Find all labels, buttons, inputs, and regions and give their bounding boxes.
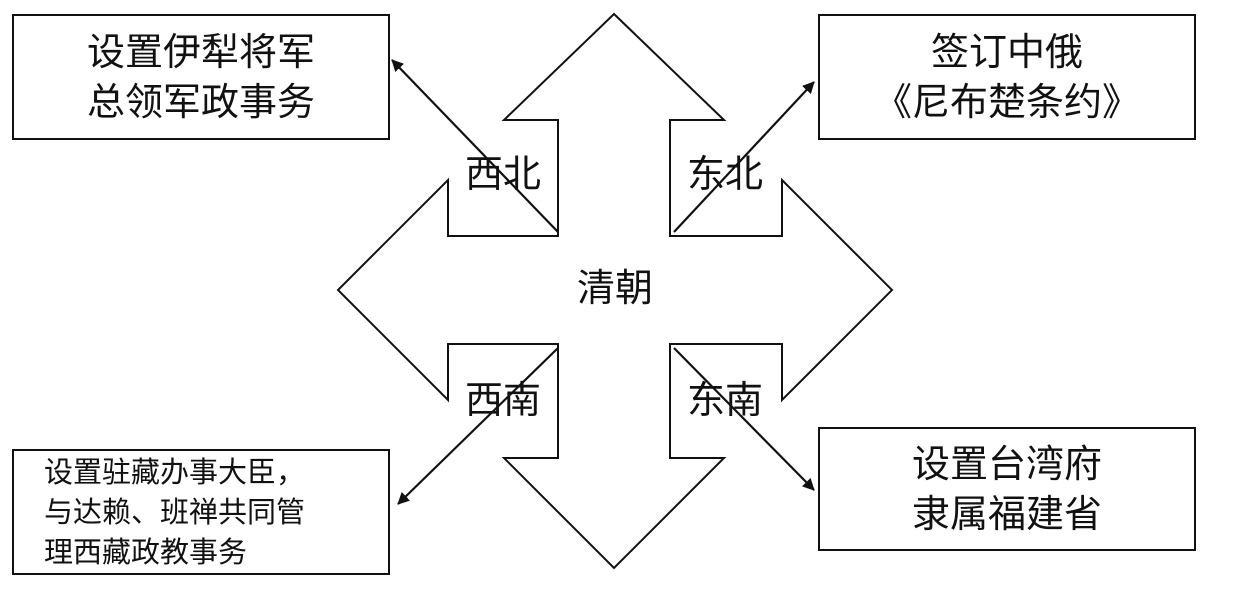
southwest-box-line-2: 与达赖、班禅共同管 [44, 495, 306, 529]
southeast-box-line-2: 隶属福建省 [911, 492, 1102, 536]
center-label: 清朝 [576, 266, 653, 310]
direction-label-northeast: 东北 [686, 152, 763, 196]
four-way-arrow-shape [336, 12, 894, 570]
southeast-box: 设置台湾府 隶属福建省 [818, 427, 1196, 551]
direction-label-southwest: 西南 [464, 378, 541, 422]
southeast-box-line-1: 设置台湾府 [911, 442, 1102, 486]
direction-label-northwest: 西北 [464, 152, 541, 196]
arrow-to-northeast-box [673, 81, 815, 233]
northwest-box-line-1: 设置伊犁将军 [86, 30, 315, 74]
arrow-to-southwest-box [397, 347, 559, 505]
arrow-to-southeast-box [673, 347, 815, 491]
northeast-box: 签订中俄 《尼布楚条约》 [818, 14, 1196, 140]
northeast-box-line-1: 签订中俄 [930, 30, 1083, 74]
northwest-box: 设置伊犁将军 总领军政事务 [12, 14, 390, 140]
northwest-box-line-2: 总领军政事务 [86, 80, 315, 124]
southwest-box: 设置驻藏办事大臣， 与达赖、班禅共同管 理西藏政教事务 [12, 449, 390, 575]
northeast-box-line-2: 《尼布楚条约》 [873, 80, 1140, 124]
southwest-box-line-3: 理西藏政教事务 [44, 535, 248, 569]
direction-label-southeast: 东南 [686, 378, 763, 422]
arrow-to-northwest-box [391, 59, 559, 233]
southwest-box-line-1: 设置驻藏办事大臣， [44, 455, 306, 489]
